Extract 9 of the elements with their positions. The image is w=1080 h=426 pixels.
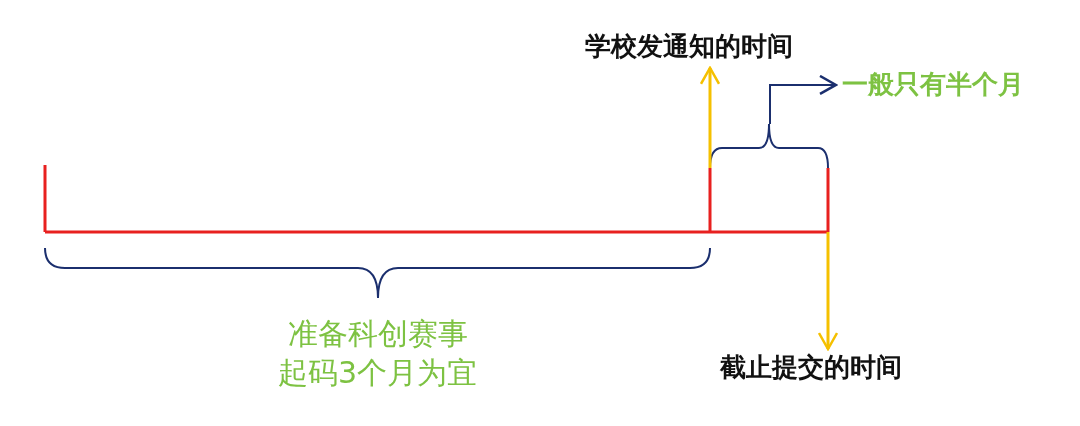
annotation-text: 准备科创赛事起码3个月为宜 (277, 315, 478, 392)
text-label: 截止提交的时间 (720, 353, 902, 383)
arrow (769, 74, 838, 125)
text-label: 一般只有半个月 (842, 70, 1024, 100)
arrow (699, 66, 721, 168)
timeline-drawing (43, 163, 830, 234)
bracket (709, 123, 829, 169)
arrow (817, 232, 839, 351)
text-label: 学校发通知的时间 (585, 32, 793, 62)
